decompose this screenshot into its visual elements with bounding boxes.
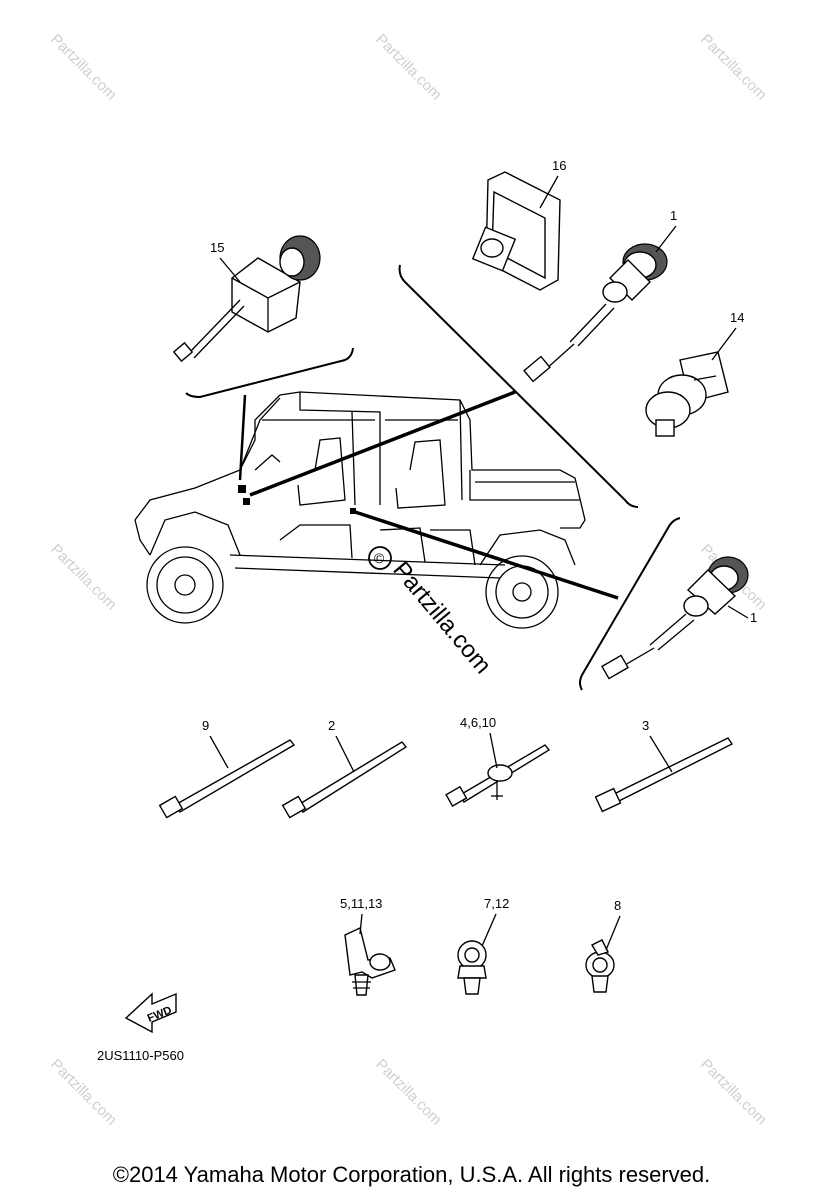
front-wheel <box>146 546 224 624</box>
fwd-arrow-icon: FWD <box>124 992 177 1034</box>
part-8-clamp <box>585 939 615 993</box>
leader-1-right <box>727 605 749 619</box>
callout-3: 3 <box>642 718 649 733</box>
connector-marker <box>243 498 250 505</box>
callout-14: 14 <box>730 310 744 325</box>
copyright-notice: ©2014 Yamaha Motor Corporation, U.S.A. A… <box>112 1162 711 1187</box>
bracket-16-1-14 <box>398 264 639 508</box>
center-watermark: © Partzilla.com <box>368 546 496 679</box>
part-2-cable-tie <box>281 741 408 819</box>
part-5-11-13-clamp <box>344 927 396 996</box>
part-3-cable-tie <box>594 737 734 813</box>
callout-8: 8 <box>614 898 621 913</box>
bracket-15 <box>185 347 354 399</box>
part-9-cable-tie <box>158 739 296 819</box>
vehicle-illustration <box>134 391 586 629</box>
leader-7-12 <box>481 913 497 947</box>
bracket-1-right <box>579 517 681 691</box>
callout-5-11-13: 5,11,13 <box>340 896 382 911</box>
leader-8 <box>605 915 621 951</box>
callout-2: 2 <box>328 718 335 733</box>
leader-5-11-13 <box>359 913 363 935</box>
watermark-text: Partzilla.com <box>47 1056 120 1129</box>
connector-marker <box>238 485 246 493</box>
part-1-socket-right <box>601 556 749 680</box>
watermark-text: Partzilla.com <box>697 31 770 104</box>
leader-1-top <box>655 225 677 253</box>
watermark-text: Partzilla.com <box>372 1056 445 1129</box>
part-1-socket-top <box>523 243 668 383</box>
part-4-6-10-cable-tie <box>445 744 551 808</box>
callout-4-6-10: 4,6,10 <box>460 715 496 730</box>
leader-2 <box>335 735 355 773</box>
diagram-code: 2US1110-P560 <box>97 1048 184 1063</box>
watermark-text: Partzilla.com <box>372 31 445 104</box>
callout-1-right: 1 <box>750 610 757 625</box>
part-16-switch <box>471 171 561 291</box>
leader-16 <box>539 175 559 209</box>
part-7-12-clamp <box>457 940 487 995</box>
callout-16: 16 <box>552 158 566 173</box>
callout-1-top: 1 <box>670 208 677 223</box>
callout-7-12: 7,12 <box>484 896 509 911</box>
leader-15 <box>219 257 241 283</box>
part-15-switch <box>172 235 321 363</box>
callout-15: 15 <box>210 240 224 255</box>
callout-9: 9 <box>202 718 209 733</box>
leader-3 <box>649 735 673 773</box>
leader-9 <box>209 735 229 769</box>
connector-marker <box>350 508 356 514</box>
copyright-circle-icon <box>368 546 392 570</box>
part-14-switch <box>645 351 729 437</box>
leader-lines <box>238 390 619 600</box>
watermark-text: Partzilla.com <box>47 541 120 614</box>
copyright-symbol: © <box>374 550 385 566</box>
watermark-text: Partzilla.com <box>47 31 120 104</box>
leader-4-6-10 <box>489 732 498 769</box>
watermark-text: Partzilla.com <box>697 1056 770 1129</box>
leader-14 <box>711 327 737 361</box>
